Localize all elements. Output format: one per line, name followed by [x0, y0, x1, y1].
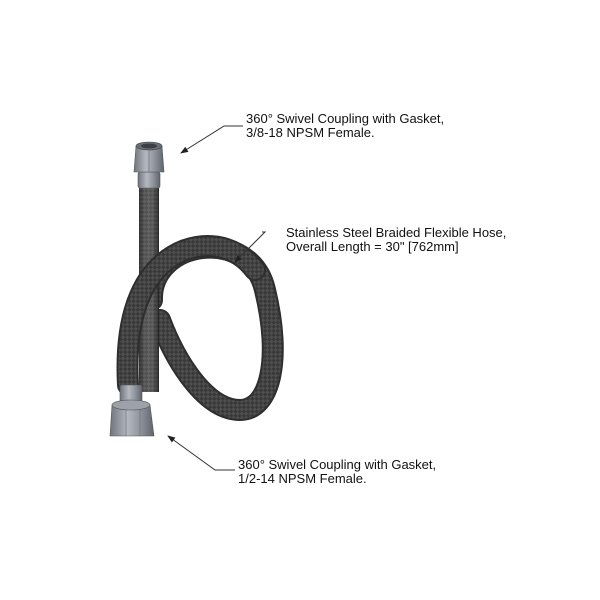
leader-top-coupling — [180, 125, 243, 154]
callout-hose: Stainless Steel Braided Flexible Hose, O… — [286, 226, 506, 254]
bottom-coupling — [109, 384, 155, 437]
callout-bottom-coupling: 360° Swivel Coupling with Gasket, 1/2-14… — [238, 458, 436, 486]
callout-top-coupling-line2: 3/8-18 NPSM Female. — [246, 125, 375, 140]
callout-top-coupling: 360° Swivel Coupling with Gasket, 3/8-18… — [246, 112, 444, 140]
callout-bottom-coupling-line1: 360° Swivel Coupling with Gasket, — [238, 457, 437, 472]
callout-hose-line2: Overall Length = 30" [762mm] — [286, 239, 459, 254]
callout-bottom-coupling-line2: 1/2-14 NPSM Female. — [238, 471, 367, 486]
leader-lines — [167, 125, 267, 471]
leader-bottom-coupling — [167, 435, 235, 471]
leader-hose — [234, 231, 267, 263]
top-coupling — [133, 141, 165, 189]
callout-top-coupling-line1: 360° Swivel Coupling with Gasket, — [246, 111, 445, 126]
callout-hose-line1: Stainless Steel Braided Flexible Hose, — [286, 225, 507, 240]
braided-hose — [116, 182, 284, 422]
